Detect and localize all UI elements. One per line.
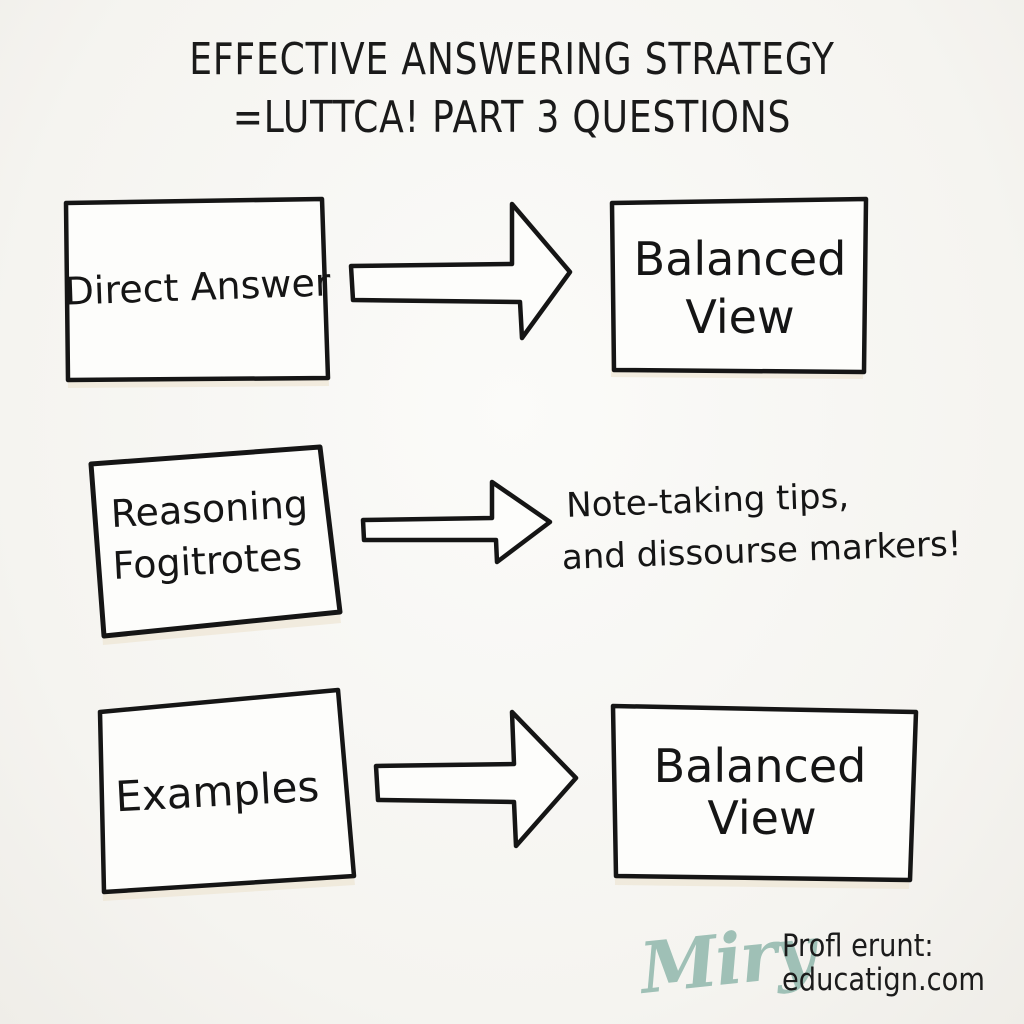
box-reasoning-line2: Fogitrotes: [112, 534, 303, 588]
title-line-1: EFFECTIVE ANSWERING STRATEGY: [189, 34, 835, 85]
note-line-1: Note-taking tips,: [566, 476, 850, 526]
box-direct-answer-label: Direct Answer: [64, 260, 332, 313]
box-balanced-view-1-line2: View: [685, 290, 794, 344]
box-direct-answer: Direct Answer: [63, 196, 332, 388]
arrow-row-3: [373, 709, 579, 849]
box-balanced-view-1-line1: Balanced: [634, 232, 847, 286]
title-line-2: =LUTTCA! PART 3 QUESTIONS: [232, 92, 792, 143]
box-reasoning-line1: Reasoning: [110, 482, 309, 536]
note-line-2: and dissourse markers!: [561, 524, 962, 578]
box-balanced-view-2: Balanced View: [610, 703, 919, 889]
box-examples: Examples: [97, 687, 357, 901]
box-balanced-view-1: Balanced View: [609, 196, 869, 379]
arrow-row-2: [360, 479, 553, 565]
box-examples-label: Examples: [114, 762, 320, 822]
arrow-row-1: [348, 201, 573, 341]
box-balanced-view-2-line1: Balanced: [654, 739, 867, 793]
box-balanced-view-2-line2: View: [707, 791, 816, 845]
box-reasoning: Reasoning Fogitrotes: [88, 444, 343, 645]
brand-text-line-1: Profl erunt:: [782, 928, 934, 964]
brand-text-line-2: educatign.com: [782, 962, 985, 998]
